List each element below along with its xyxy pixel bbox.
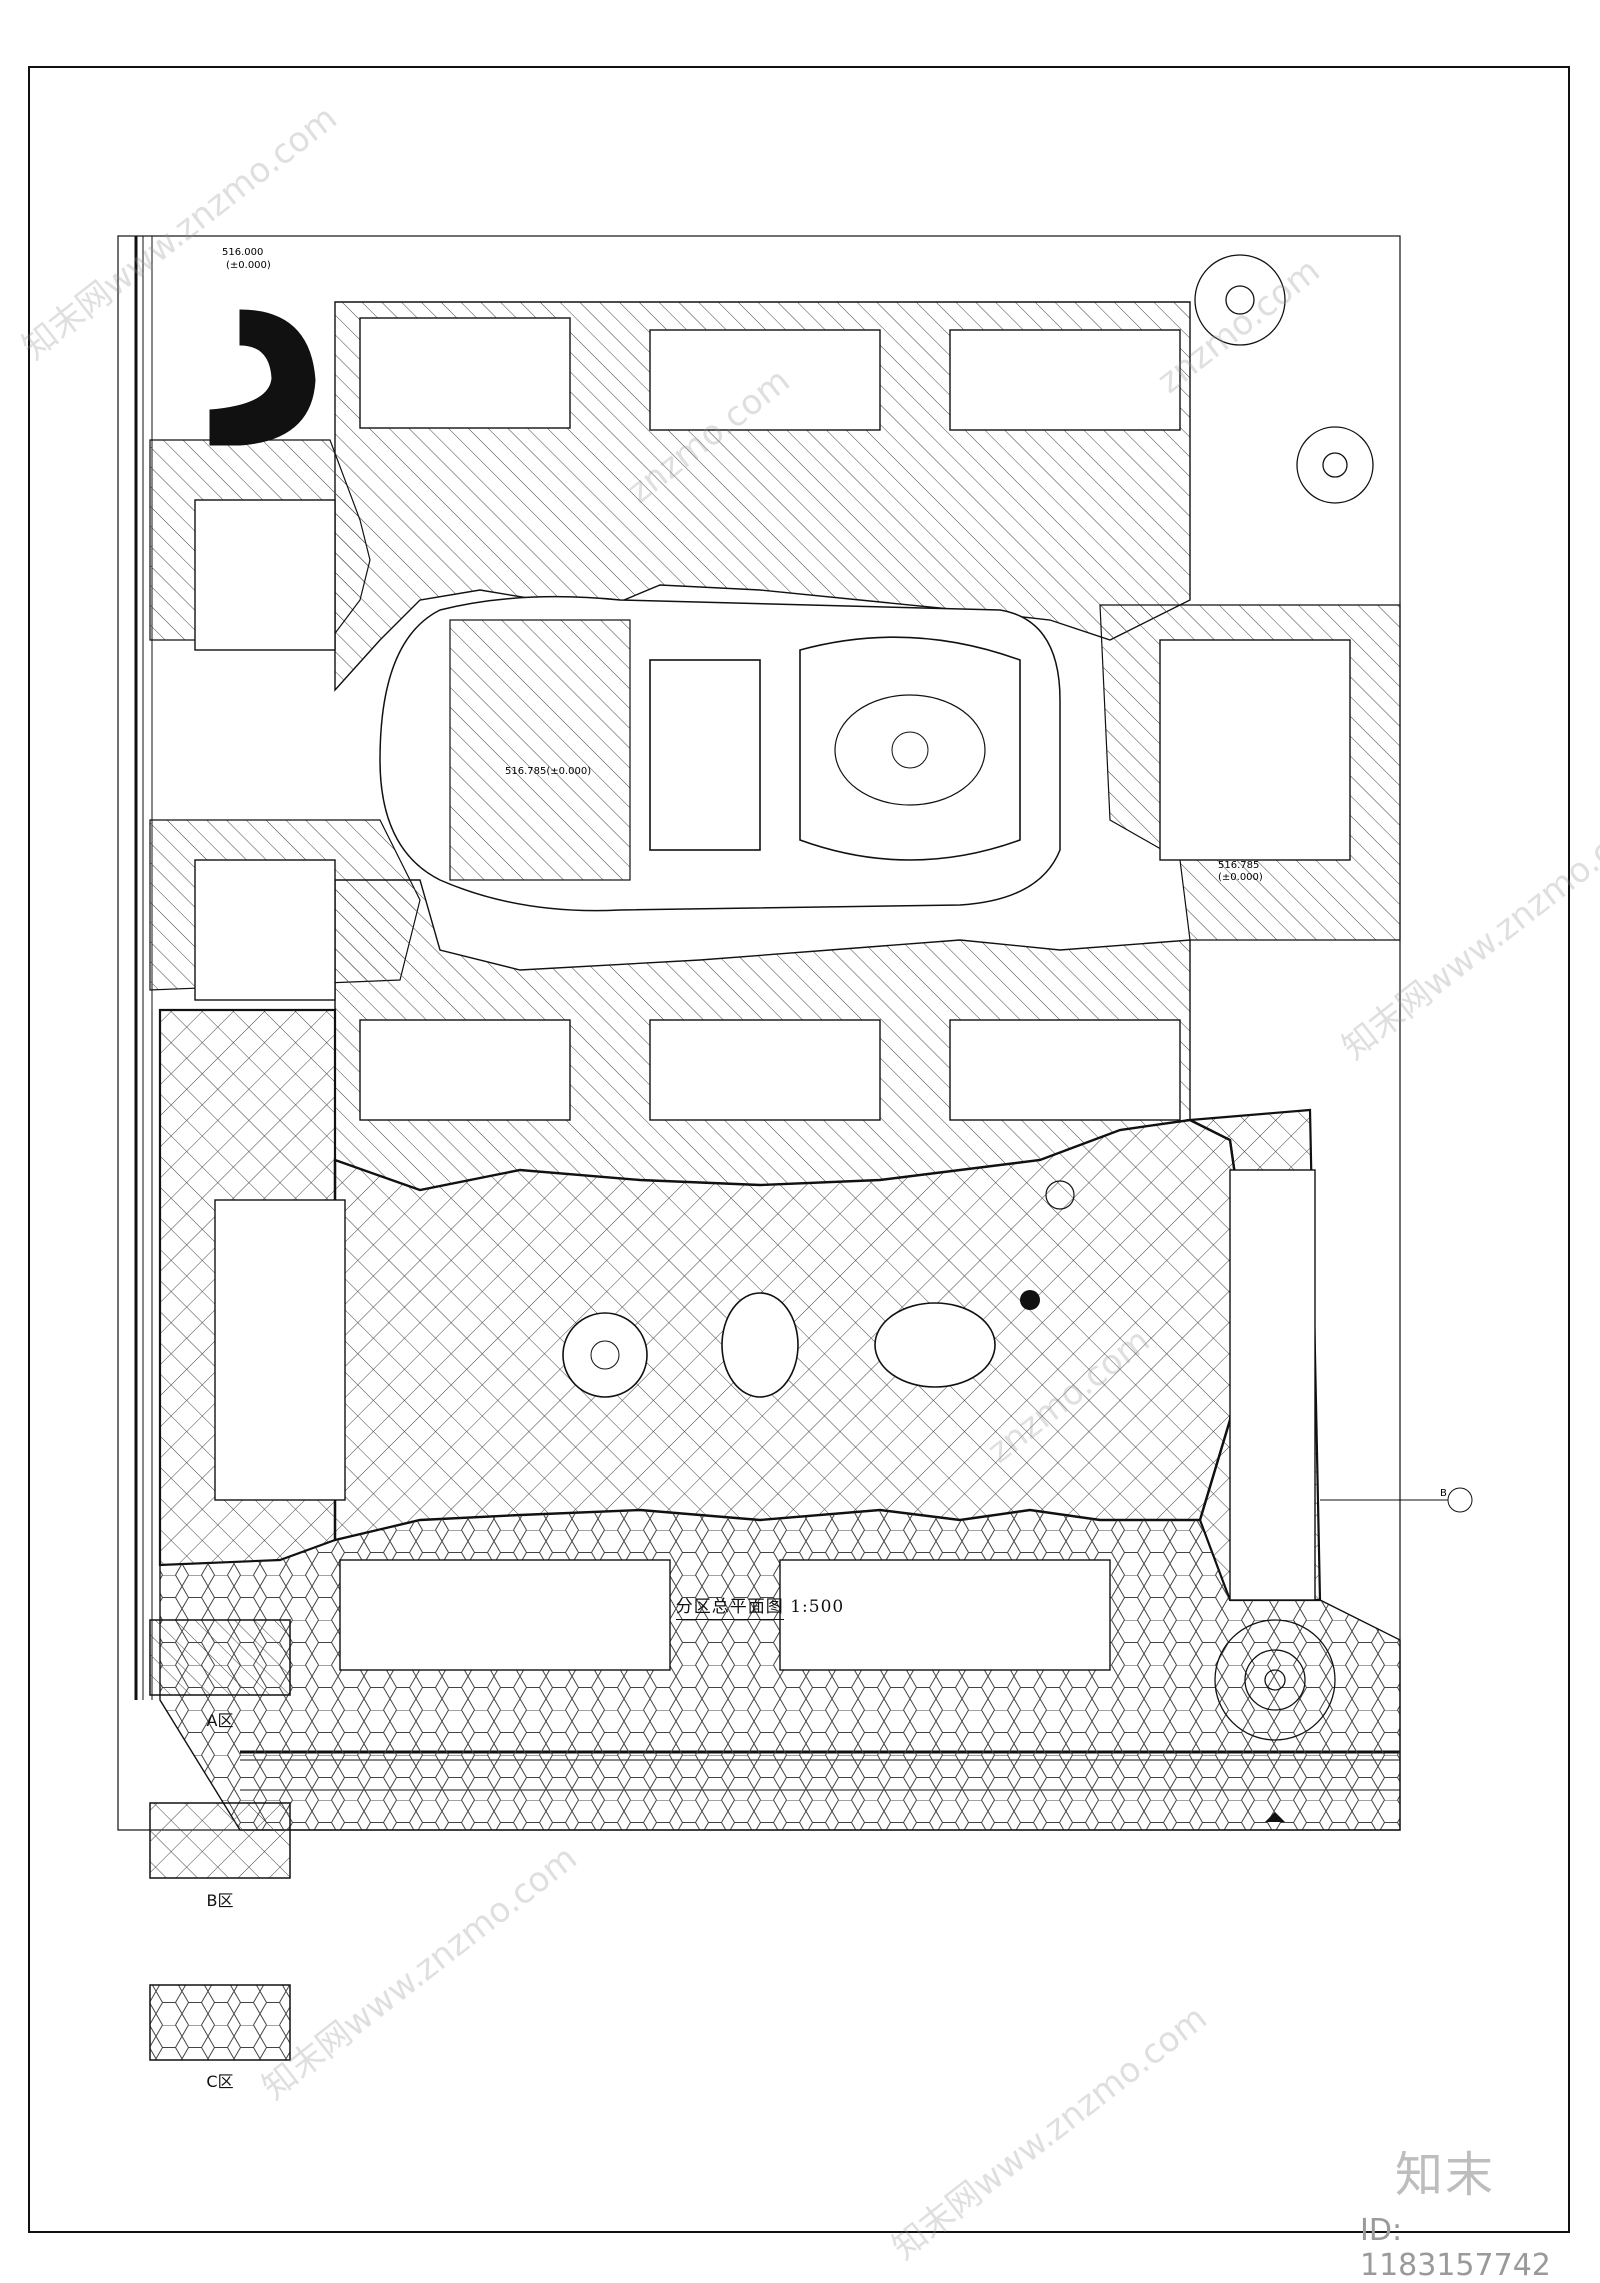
east-roundabout xyxy=(1194,254,1374,504)
southeast-plaza xyxy=(1214,1619,1336,1741)
drawing-title-text: 分区总平面图 xyxy=(675,1597,784,1620)
brand-logo-text: 知末 xyxy=(1395,2147,1496,2203)
section-marker-b: B xyxy=(1320,1487,1473,1513)
zone-b-area xyxy=(158,1008,1322,1602)
building-west-b xyxy=(214,1199,346,1501)
amphitheater xyxy=(649,659,761,851)
building-mid-3 xyxy=(949,1019,1181,1121)
legend-swatch-a xyxy=(149,1619,291,1696)
legend-swatch-b xyxy=(149,1802,291,1879)
building-top-2 xyxy=(649,329,881,431)
fountain-plaza-right xyxy=(874,1302,996,1388)
building-top-1 xyxy=(359,317,571,429)
legend-label-a: A区 xyxy=(206,1711,234,1730)
building-left-1 xyxy=(194,499,336,651)
curved-pavilion xyxy=(209,309,316,446)
building-top-3 xyxy=(949,329,1181,431)
svg-text:B: B xyxy=(1440,1488,1447,1499)
elevation-right-sub: (±0.000) xyxy=(1218,872,1263,883)
fountain-plaza-left xyxy=(562,1312,648,1398)
image-id-label: ID: 1183157742 xyxy=(1360,2213,1551,2283)
center-elevation-label: 516.785(±0.000) xyxy=(505,766,591,777)
building-mid-2 xyxy=(649,1019,881,1121)
building-east-cluster xyxy=(1159,639,1351,861)
fountain-plaza-center xyxy=(721,1292,799,1398)
buildings xyxy=(194,317,1351,1671)
legend-swatch-c xyxy=(149,1984,291,2061)
building-mid-1 xyxy=(359,1019,571,1121)
building-left-2 xyxy=(194,859,336,1001)
building-south-1 xyxy=(339,1559,671,1671)
central-plaza-motif xyxy=(834,694,986,806)
building-east-b xyxy=(1229,1169,1316,1601)
drawing-title: 分区总平面图 1:500 xyxy=(560,1592,960,1620)
elevation-right: 516.785 xyxy=(1218,860,1259,871)
drawing-scale: 1:500 xyxy=(790,1597,845,1617)
elevation-top-left-sub: (±0.000) xyxy=(226,260,271,271)
building-south-2 xyxy=(779,1559,1111,1671)
legend-label-c: C区 xyxy=(206,2072,234,2091)
clubhouse-roof xyxy=(449,619,631,881)
clubhouse-island: 516.785(±0.000) xyxy=(379,595,1061,912)
north-arrow-icon xyxy=(1265,1812,1285,1822)
elevation-top-left: 516.000 xyxy=(222,247,263,258)
sheet-border xyxy=(28,66,1570,2233)
legend-label-b: B区 xyxy=(206,1891,234,1910)
